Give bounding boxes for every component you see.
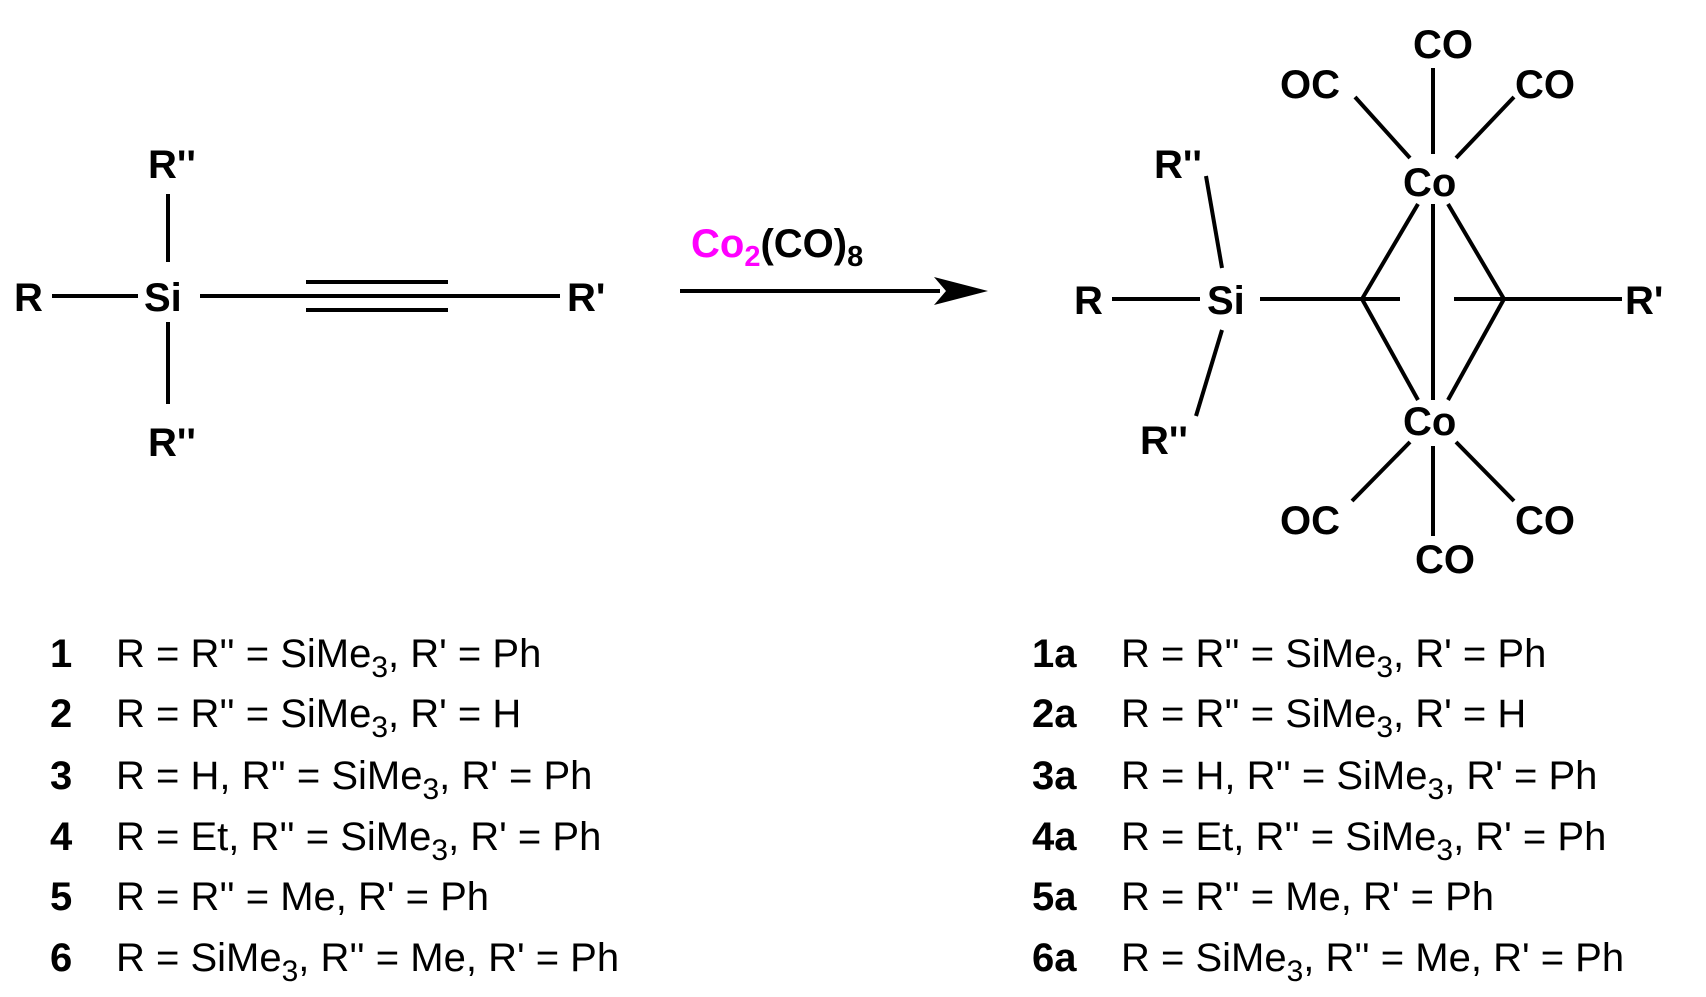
compound-def: R = R'' = Me, R' = Ph [116,875,489,919]
reagent-co-group: (CO) [760,222,847,266]
compound-sub: 3 [282,955,299,988]
p-bond-cobottom-co-left [1350,440,1412,503]
product-structure: R R'' Si R'' R' Co Co OC CO CO OC CO CO [1074,23,1663,582]
compound-def-rest: , R' = H [1393,692,1526,736]
compound-def: R = H, R'' = SiMe [1121,754,1427,798]
compound-def: R = R'' = Me, R' = Ph [1121,875,1494,919]
compound-number: 5 [50,875,72,919]
compound-number: 2a [1032,692,1077,736]
reactant-si-label: Si [144,276,182,320]
compound-sub: 3 [371,711,388,744]
compound-number: 3a [1032,754,1077,798]
compound-def: R = SiMe [116,936,282,980]
reagent-label: Co2(CO)8 [691,222,863,273]
compound-sub: 3 [431,834,448,867]
p-bond-cotop-co-left [1353,95,1412,160]
compound-1a: 1a R = R'' = SiMe3, R' = Ph [1032,632,1546,684]
compound-def: R = R'' = SiMe [116,632,371,676]
ligand-co-bottom-right: CO [1515,499,1575,543]
compound-def-rest: , R' = Ph [1393,632,1546,676]
p-bond-cobottom-co-right [1454,440,1516,503]
compound-def-rest: , R' = Ph [448,815,601,859]
p-bond-c2-cotop [1446,202,1506,301]
compound-2: 2 R = R'' = SiMe3, R' = H [50,692,521,744]
arrow-head [934,277,988,305]
compound-def-rest: , R'' = Me, R' = Ph [298,936,619,980]
compound-sub: 3 [1287,955,1304,988]
p-bond-c2-cobottom [1446,298,1506,401]
reactant-r-label: R [14,276,43,320]
reagent-sub-8: 8 [847,241,863,273]
compound-number: 6 [50,936,72,980]
product-rtop-label: R'' [1154,143,1202,187]
product-co-bottom-atom: Co [1403,400,1456,444]
compound-def-rest: , R' = Ph [439,754,592,798]
ligand-co-top: CO [1413,23,1473,67]
product-r-label: R [1074,279,1103,323]
product-rbottom-label: R'' [1140,419,1188,463]
compound-number: 5a [1032,875,1077,919]
compound-def: R = SiMe [1121,936,1287,980]
compound-number: 6a [1032,936,1077,980]
compound-5: 5 R = R'' = Me, R' = Ph [50,875,489,919]
compound-6a: 6a R = SiMe3, R'' = Me, R' = Ph [1032,936,1624,988]
compound-number: 4a [1032,815,1077,859]
reactant-rprime-label: R' [567,276,605,320]
compound-sub: 3 [1436,834,1453,867]
compound-sub: 3 [1376,711,1393,744]
compound-number: 3 [50,754,72,798]
compound-6: 6 R = SiMe3, R'' = Me, R' = Ph [50,936,619,988]
compound-5a: 5a R = R'' = Me, R' = Ph [1032,875,1494,919]
compound-4a: 4a R = Et, R'' = SiMe3, R' = Ph [1032,815,1606,867]
compound-number: 4 [50,815,73,859]
ligand-oc-top-left: OC [1280,63,1340,107]
reagent-co: Co [691,222,744,266]
compound-sub: 3 [422,773,439,806]
compound-sub: 3 [1376,651,1393,684]
compound-def: R = Et, R'' = SiMe [1121,815,1436,859]
compound-def: R = H, R'' = SiMe [116,754,422,798]
compound-3a: 3a R = H, R'' = SiMe3, R' = Ph [1032,754,1597,806]
compound-def-rest: , R' = Ph [388,632,541,676]
p-bond-cotop-co-right [1454,95,1516,160]
product-si-label: Si [1207,279,1245,323]
reactant-rbottom-label: R'' [148,421,196,465]
compound-def-rest: , R' = Ph [1453,815,1606,859]
compound-def: R = R'' = SiMe [1121,632,1376,676]
compound-def: R = R'' = SiMe [116,692,371,736]
ligand-oc-bottom-left: OC [1280,499,1340,543]
compound-def-rest: , R'' = Me, R' = Ph [1303,936,1624,980]
compound-def: R = Et, R'' = SiMe [116,815,431,859]
p-bond-si-rbottom [1194,329,1224,417]
compound-1: 1 R = R'' = SiMe3, R' = Ph [50,632,541,684]
reagent-sub-2: 2 [744,241,760,273]
reactant-structure: R R'' Si R'' R' [14,143,605,465]
product-rprime-label: R' [1625,279,1663,323]
compound-def-rest: , R' = Ph [1444,754,1597,798]
ligand-co-bottom: CO [1415,538,1475,582]
p-bond-c1-cotop [1360,202,1420,301]
reactant-rtop-label: R'' [148,143,196,187]
compound-def: R = R'' = SiMe [1121,692,1376,736]
compound-number: 2 [50,692,72,736]
product-co-top-atom: Co [1403,161,1456,205]
reaction-arrow [680,277,988,305]
compound-sub: 3 [371,651,388,684]
compound-number: 1a [1032,632,1077,676]
compound-sub: 3 [1427,773,1444,806]
compound-def-rest: , R' = H [388,692,521,736]
compound-4: 4 R = Et, R'' = SiMe3, R' = Ph [50,815,601,867]
p-bond-si-rtop [1204,175,1224,269]
ligand-co-top-right: CO [1515,63,1575,107]
compound-number: 1 [50,632,72,676]
compound-2a: 2a R = R'' = SiMe3, R' = H [1032,692,1526,744]
p-bond-c1-cobottom [1360,298,1420,401]
